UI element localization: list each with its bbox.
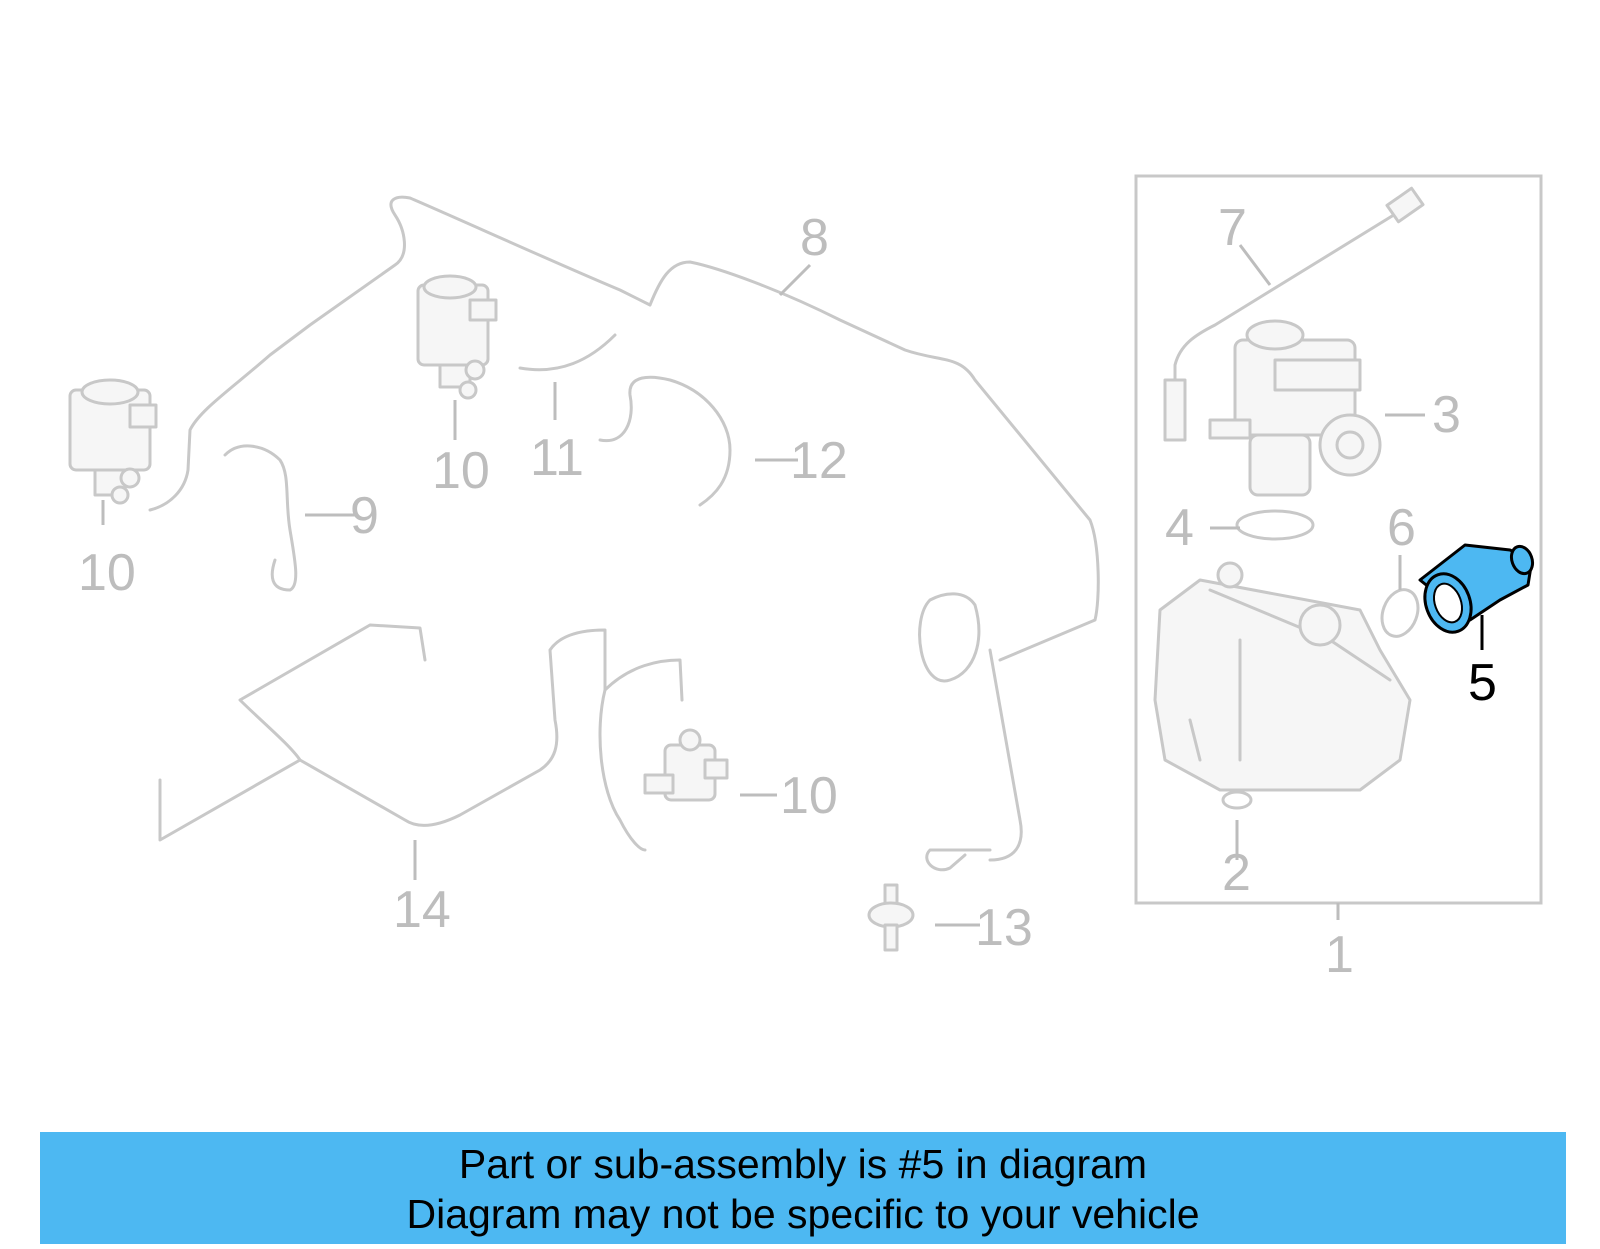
part-12-hose: [598, 375, 732, 507]
callout-10-center: 10: [432, 442, 490, 500]
part-10-valve-bottom: [643, 728, 729, 802]
callout-5: 5: [1468, 654, 1497, 712]
part-10-valve-left: [68, 378, 158, 505]
banner-line-part-number: Part or sub-assembly is #5 in diagram: [458, 1141, 1148, 1187]
part-5-boot-highlighted: [1418, 543, 1535, 634]
callout-11: 11: [530, 429, 584, 487]
callout-13: 13: [975, 899, 1033, 957]
part-8-loop: [918, 592, 992, 872]
part-9-hose: [223, 444, 298, 592]
callout-12: 12: [790, 432, 848, 490]
banner-line-disclaimer: Diagram may not be specific to your vehi…: [406, 1191, 1200, 1237]
callout-6: 6: [1387, 499, 1416, 557]
part-14-hose-assembly: [158, 628, 647, 852]
callout-9: 9: [350, 487, 379, 545]
part-3-egr-valve: [1208, 319, 1382, 497]
part-4-gasket: [1235, 509, 1315, 541]
leader-lines: [101, 244, 1484, 927]
part-7-sensor: [1163, 186, 1425, 442]
info-banner: Part or sub-assembly is #5 in diagram Di…: [40, 1132, 1566, 1244]
callout-2: 2: [1222, 844, 1251, 902]
callout-10-left: 10: [78, 544, 136, 602]
callout-4: 4: [1165, 499, 1194, 557]
callout-1: 1: [1325, 926, 1354, 984]
assembly-box-1: [1134, 174, 1543, 905]
callout-3: 3: [1432, 386, 1461, 444]
part-1-egr-cooler: [1153, 561, 1412, 792]
part-2-gasket: [1221, 790, 1253, 810]
callout-14: 14: [393, 881, 451, 939]
part-13-connector: [867, 883, 915, 952]
callout-7: 7: [1218, 199, 1247, 257]
callout-10-bottom: 10: [780, 767, 838, 825]
callout-8: 8: [800, 209, 829, 267]
part-8-vacuum-line: [148, 195, 1100, 862]
part-6-o-ring: [1380, 588, 1420, 638]
part-11-hose: [518, 333, 617, 372]
part-10-valve-center: [416, 274, 498, 400]
callout-labels: 1 2 3 4 5 6 7 8 9 10 10 10 11 12 13 14: [78, 199, 1497, 984]
part-14-hose-branch: [238, 623, 427, 762]
part-14-hose-branch-2: [603, 658, 684, 702]
